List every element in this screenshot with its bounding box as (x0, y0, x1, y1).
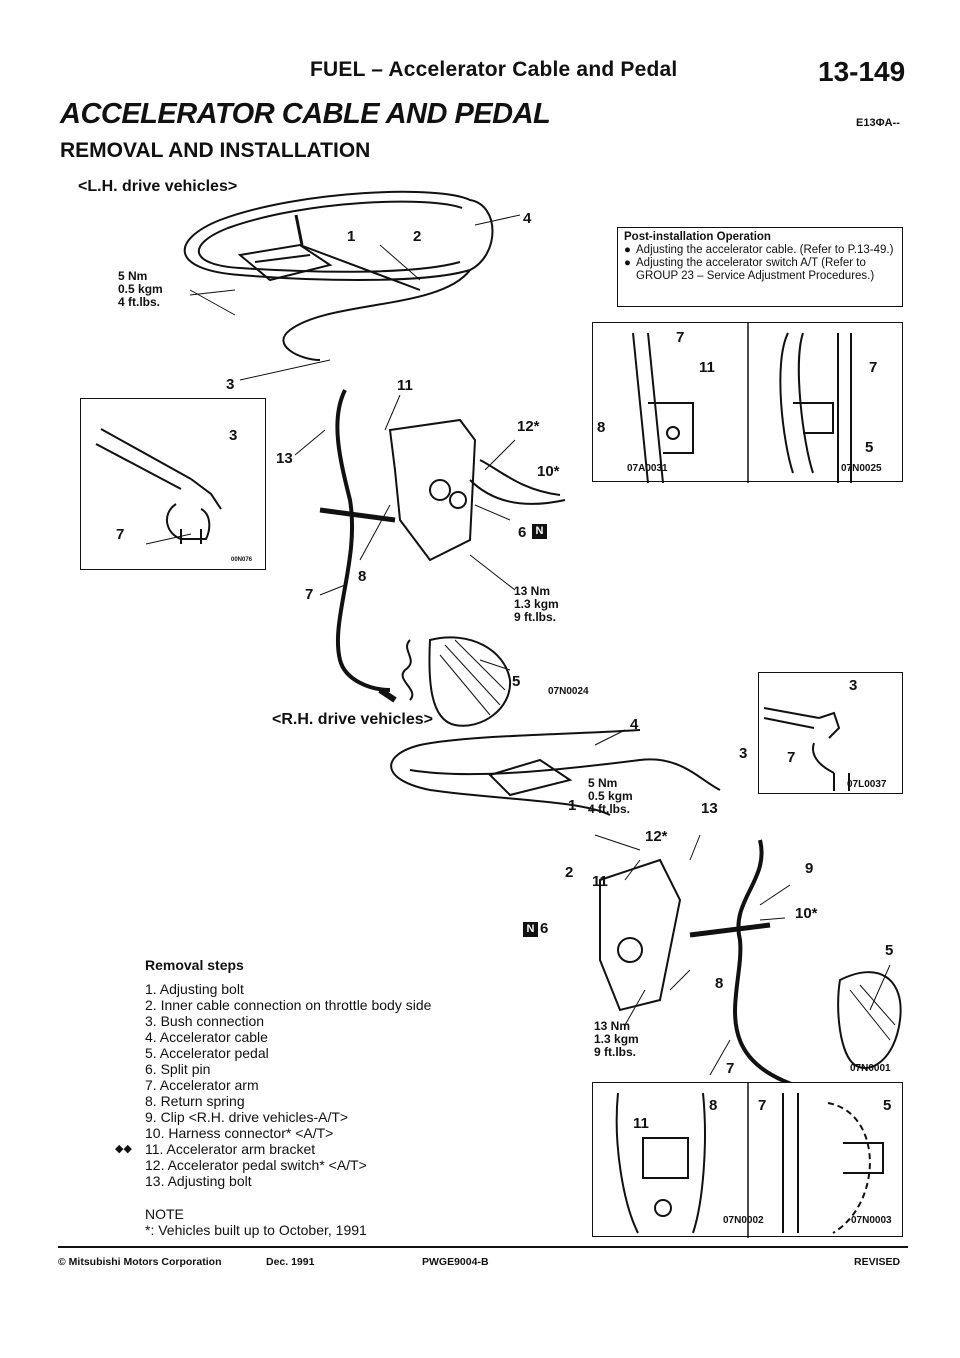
inset-code-c: 07L0037 (847, 779, 887, 790)
removal-steps: Removal steps 1. Adjusting bolt 2. Inner… (115, 957, 432, 1189)
callout-7: 7 (869, 359, 878, 376)
torque-5nm-lh: 5 Nm 0.5 kgm 4 ft.lbs. (118, 269, 163, 309)
step-item: 9. Clip <R.H. drive vehicles-A/T> (145, 1109, 349, 1125)
inset-rh-bush-drawing (763, 707, 850, 791)
note-title: NOTE (145, 1206, 184, 1222)
callout-12: 12* (517, 418, 540, 435)
inset-code-e: 07N0003 (851, 1215, 892, 1226)
callout-7: 7 (787, 749, 796, 766)
step-item: 2. Inner cable connection on throttle bo… (145, 997, 432, 1013)
callout-12: 12* (645, 828, 668, 845)
inset-lh-bush: 3 7 00N076 (80, 398, 266, 570)
page-number: 13-149 (818, 56, 906, 87)
section-code: E13ΦA-- (856, 117, 900, 129)
post-installation-title: Post-installation Operation (624, 231, 771, 243)
torque-13nm-rh: 13 Nm 1.3 kgm 9 ft.lbs. (594, 1019, 639, 1059)
callout-8: 8 (358, 568, 367, 585)
step-item: 3. Bush connection (145, 1013, 265, 1029)
section-header: FUEL – Accelerator Cable and Pedal (310, 58, 678, 81)
callout-4: 4 (523, 210, 532, 227)
page-subtitle: REMOVAL AND INSTALLATION (60, 139, 371, 162)
callout-11: 11 (397, 377, 413, 394)
lh-diagram-code: 07N0024 (548, 686, 589, 697)
footer-doc-code: PWGE9004-B (422, 1256, 489, 1268)
torque-5nm-rh: 5 Nm 0.5 kgm 4 ft.lbs. (588, 776, 633, 816)
step-item: 5. Accelerator pedal (145, 1045, 269, 1061)
lh-drive-label: <L.H. drive vehicles> (78, 178, 238, 195)
torque-13nm-lh: 13 Nm 1.3 kgm 9 ft.lbs. (514, 584, 559, 624)
inset-code: 00N076 (231, 557, 253, 563)
step-item: 6. Split pin (145, 1061, 211, 1077)
step-item: 1. Adjusting bolt (145, 981, 244, 997)
inset-lh-bush-drawing (95, 428, 222, 545)
inset-rh-bush: 3 7 07L0037 (758, 672, 903, 794)
callout-3: 3 (229, 427, 238, 444)
callout-7: 7 (676, 329, 685, 346)
inset-code-b: 07N0025 (841, 463, 882, 474)
note-text: *: Vehicles built up to October, 1991 (145, 1222, 367, 1238)
inset-switch-drawing (632, 323, 852, 483)
inset-code-a: 07A0031 (627, 463, 668, 474)
callout-8: 8 (597, 419, 606, 436)
callout-1: 1 (568, 797, 577, 814)
footer-status: REVISED (854, 1256, 901, 1268)
n-mark-badge: N (532, 524, 547, 539)
page-title: ACCELERATOR CABLE AND PEDAL (60, 98, 551, 130)
step-item: 8. Return spring (145, 1093, 245, 1109)
removal-steps-title: Removal steps (145, 957, 244, 973)
note-block: NOTE *: Vehicles built up to October, 19… (145, 1206, 367, 1238)
callout-7: 7 (116, 526, 125, 543)
callout-5: 5 (865, 439, 874, 456)
callout-5: 5 (885, 942, 894, 959)
callout-11: 11 (592, 873, 608, 890)
callout-11: 11 (699, 359, 715, 376)
n-mark-badge: N (523, 922, 538, 937)
rh-diagram-code: 07N0001 (850, 1063, 891, 1074)
step-marker: ◆◆ (115, 1143, 132, 1155)
callout-8: 8 (715, 975, 724, 992)
callout-13: 13 (276, 450, 293, 467)
callout-4: 4 (630, 716, 639, 733)
post-installation-box: Post-installation Operation ●Adjusting t… (617, 227, 903, 307)
callout-6: 6 (518, 524, 527, 541)
inset-switch-views: 7 11 8 7 5 07A0031 07N0025 (592, 322, 903, 483)
step-item: 7. Accelerator arm (145, 1077, 259, 1093)
callout-7: 7 (726, 1060, 735, 1077)
step-item: ◆◆ 11. Accelerator arm bracket (115, 1141, 316, 1157)
inset-rh-switch: 11 8 7 5 07N0002 07N0003 (592, 1082, 903, 1238)
callout-7: 7 (305, 586, 314, 603)
rh-drive-label: <R.H. drive vehicles> (272, 711, 433, 728)
callout-5: 5 (883, 1097, 892, 1114)
post-installation-item: ●Adjusting the accelerator cable. (Refer… (624, 244, 894, 256)
callout-3: 3 (226, 376, 235, 393)
inset-rh-switch-drawing (615, 1083, 884, 1238)
step-item: 12. Accelerator pedal switch* <A/T> (145, 1157, 367, 1173)
callout-2: 2 (565, 864, 574, 881)
step-item: 4. Accelerator cable (145, 1029, 268, 1045)
callout-9: 9 (805, 860, 814, 877)
callout-10: 10* (537, 463, 560, 480)
step-item: 10. Harness connector* <A/T> (145, 1125, 334, 1141)
step-item: 13. Adjusting bolt (145, 1173, 252, 1189)
callout-2: 2 (413, 228, 422, 245)
footer-rule (58, 1246, 908, 1248)
callout-6: 6 (540, 920, 549, 937)
footer-date: Dec. 1991 (266, 1256, 315, 1268)
callout-5: 5 (512, 673, 521, 690)
callout-10: 10* (795, 905, 818, 922)
footer-copyright: © Mitsubishi Motors Corporation (58, 1256, 222, 1268)
callout-7: 7 (758, 1097, 767, 1114)
post-installation-item: ●Adjusting the accelerator switch A/T (R… (624, 257, 875, 282)
callout-3: 3 (739, 745, 748, 762)
callout-1: 1 (347, 228, 356, 245)
inset-code-d: 07N0002 (723, 1215, 764, 1226)
callout-13: 13 (701, 800, 718, 817)
callout-8: 8 (709, 1097, 718, 1114)
callout-11: 11 (633, 1115, 649, 1132)
callout-3: 3 (849, 677, 858, 694)
